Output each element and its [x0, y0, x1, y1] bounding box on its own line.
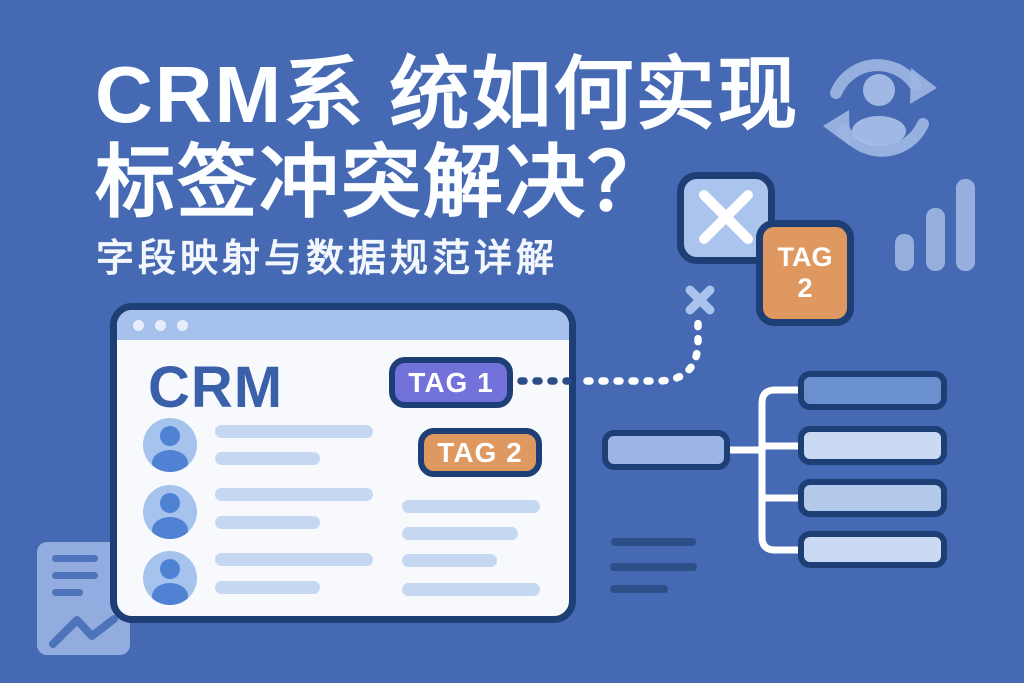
close-icon — [699, 190, 753, 244]
doc-text-line — [52, 589, 83, 596]
crm-app-title: CRM — [148, 355, 284, 420]
close-tile — [677, 172, 775, 264]
avatar-torso — [152, 517, 188, 539]
conflict-tag-tile: TAG 2 — [756, 220, 854, 326]
conflict-tag-number: 2 — [797, 273, 813, 303]
trend-line-icon — [49, 615, 118, 648]
text-placeholder-line — [215, 425, 373, 438]
crm-window: CRM TAG 1 TAG 2 — [110, 303, 576, 623]
tree-child-node — [798, 531, 947, 568]
window-dot — [133, 319, 144, 331]
tree-text-line — [610, 563, 697, 571]
conflict-tag-label: TAG — [777, 241, 833, 272]
text-placeholder-line — [402, 527, 518, 540]
page-title-line-1: CRM系 统如何实现 — [95, 50, 800, 139]
small-cross-icon — [685, 285, 715, 315]
tree-connector-lines — [726, 386, 802, 554]
doc-text-line — [52, 555, 98, 562]
text-placeholder-line — [402, 500, 540, 513]
tree-parent-node — [602, 430, 730, 470]
avatar-head — [160, 493, 180, 513]
tree-child-node — [798, 371, 947, 410]
doc-text-line — [52, 572, 98, 579]
window-dot — [155, 319, 166, 331]
tree-child-node — [798, 479, 947, 517]
tree-text-line — [610, 585, 668, 593]
text-placeholder-line — [215, 581, 320, 594]
page-subtitle: 字段映射与数据规范详解 — [96, 238, 559, 280]
tree-text-line — [611, 538, 696, 546]
sync-contact-icon — [823, 59, 937, 157]
user-avatar-icon — [143, 551, 197, 605]
avatar-torso — [152, 583, 188, 605]
text-placeholder-line — [215, 553, 373, 566]
window-dot — [177, 319, 188, 331]
text-placeholder-line — [215, 516, 320, 529]
text-placeholder-line — [215, 452, 320, 465]
user-avatar-icon — [143, 485, 197, 539]
bar-chart-icon — [895, 179, 975, 271]
dotted-connector — [517, 312, 702, 385]
text-placeholder-line — [402, 583, 540, 596]
text-placeholder-line — [215, 488, 373, 501]
avatar-torso — [152, 450, 188, 472]
user-avatar-icon — [143, 418, 197, 472]
avatar-head — [160, 426, 180, 446]
avatar-head — [160, 559, 180, 579]
page-title-line-2: 标签冲突解决？ — [95, 138, 669, 227]
text-placeholder-line — [402, 554, 497, 567]
window-titlebar — [117, 310, 569, 340]
tree-child-node — [798, 426, 947, 465]
tag1-badge: TAG 1 — [389, 357, 513, 408]
tag2-badge: TAG 2 — [418, 428, 542, 477]
